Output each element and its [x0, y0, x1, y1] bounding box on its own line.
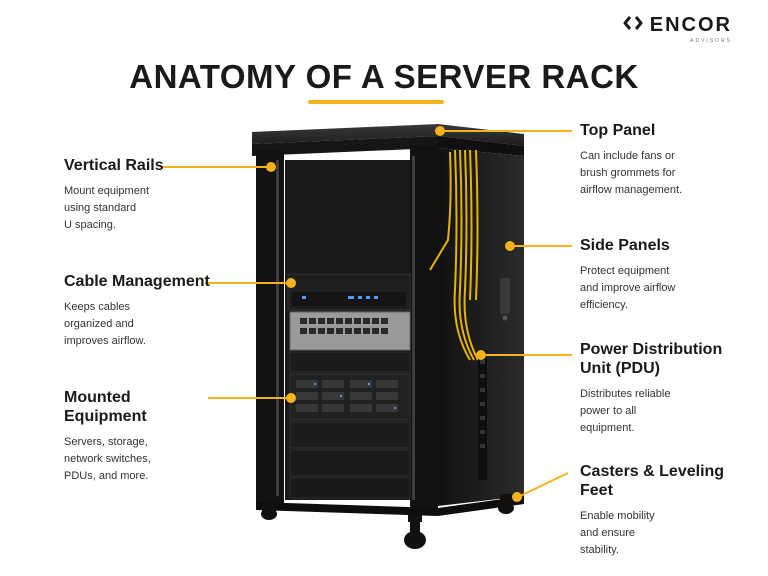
callout-side-panels: Side Panels Protect equipment and improv… [580, 236, 740, 314]
mounted-equipment [287, 273, 411, 499]
callout-heading: Vertical Rails [64, 157, 164, 174]
callout-vertical-rails: Vertical Rails Mount equipment using sta… [64, 156, 174, 234]
callout-mounted-equipment: Mounted Equipment Servers, storage, netw… [64, 388, 214, 485]
side-panel [438, 148, 524, 506]
pdu-strip [478, 350, 487, 480]
callout-description: Enable mobility and ensure stability. [580, 510, 655, 556]
callout-description: Servers, storage, network switches, PDUs… [64, 436, 151, 482]
connector-lines [160, 126, 572, 502]
callout-description: Keeps cables organized and improves airf… [64, 301, 146, 347]
callout-description: Distributes reliable power to all equipm… [580, 388, 671, 434]
callout-heading: Casters & Leveling Feet [580, 463, 725, 499]
callout-heading: Side Panels [580, 237, 670, 254]
cable-bundle [429, 149, 479, 361]
callout-top-panel: Top Panel Can include fans or brush grom… [580, 121, 740, 199]
callout-heading: Top Panel [580, 122, 656, 139]
callout-description: Mount equipment using standard U spacing… [64, 185, 149, 231]
callout-pdu: Power Distribution Unit (PDU) Distribute… [580, 340, 750, 437]
brand-name: ENCOR [649, 14, 732, 36]
callout-heading: Cable Management [64, 273, 210, 290]
callout-heading: Mounted Equipment [64, 389, 147, 425]
callout-description: Can include fans or brush grommets for a… [580, 150, 683, 196]
top-panel [252, 124, 524, 146]
callout-cable-management: Cable Management Keeps cables organized … [64, 272, 214, 350]
title-underline [308, 100, 444, 104]
vertical-rail-left [256, 150, 284, 504]
callout-description: Protect equipment and improve airflow ef… [580, 265, 676, 311]
callout-casters: Casters & Leveling Feet Enable mobility … [580, 462, 760, 559]
page-title: ANATOMY OF A SERVER RACK [129, 58, 639, 95]
casters [261, 494, 514, 549]
brand-subtitle: ADVISORS [690, 38, 732, 44]
brand-logo: ENCOR ADVISORS [622, 14, 732, 44]
encor-logo-mark-icon [622, 14, 644, 37]
callout-heading: Power Distribution Unit (PDU) [580, 341, 723, 377]
